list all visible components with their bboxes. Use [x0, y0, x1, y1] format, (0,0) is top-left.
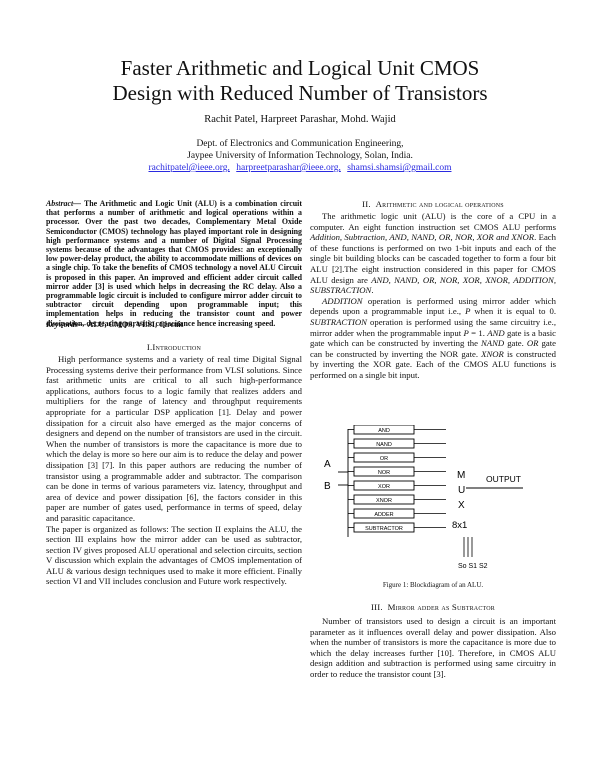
- block-label-adder: ADDER: [374, 512, 393, 518]
- text-run: AND: [487, 327, 505, 338]
- keywords-text: ALU, CMOS, VLSI, Circuit: [86, 320, 184, 329]
- text-run: P: [463, 327, 469, 338]
- text-run: P: [465, 306, 471, 317]
- email-link-1[interactable]: rachitpatel@ieee.org,: [148, 163, 230, 173]
- mirror-adder-body: Number of transistors used to design a c…: [310, 616, 556, 680]
- section-heading-mirror-adder: III. Mirror adder as Subtractor: [310, 602, 556, 612]
- section-heading-alu: II. Arithmetic and logical operations: [310, 199, 556, 209]
- alu-section-body: The arithmetic logic unit (ALU) is the c…: [310, 211, 556, 381]
- text-run: gate.: [504, 338, 527, 349]
- select-label: So S1 S2: [458, 563, 488, 570]
- figure-caption: Figure 1: Blockdiagram of an ALU.: [382, 581, 484, 589]
- text-run: operation is performed using mirror adde…: [310, 295, 556, 317]
- block-label-and: AND: [378, 428, 390, 434]
- email-list: rachitpatel@ieee.org, harpreetparashar@i…: [30, 162, 570, 174]
- author-list: Rachit Patel, Harpreet Parashar, Mohd. W…: [204, 114, 396, 125]
- alu-paragraph-1: The arithmetic logic unit (ALU) is the c…: [310, 211, 556, 296]
- affiliation: Dept. of Electronics and Communication E…: [30, 138, 570, 174]
- mux-letter-u: U: [458, 485, 465, 496]
- text-run: SUBTRACTION: [310, 316, 367, 327]
- section-number: I.: [146, 342, 153, 352]
- block-label-xor: XOR: [378, 484, 390, 490]
- abstract: Abstract— The Arithmetic and Logic Unit …: [46, 199, 302, 328]
- keywords: Keywords— ALU, CMOS, VLSI, Circuit: [46, 320, 302, 331]
- alu-paragraph-2: ADDITION operation is performed using mi…: [310, 296, 556, 381]
- input-a-label: A: [324, 459, 331, 470]
- text-run: The arithmetic logic unit (ALU) is the c…: [310, 211, 556, 232]
- text-run: OR: [526, 338, 539, 349]
- abstract-text: The Arithmetic and Logic Unit (ALU) is a…: [46, 199, 302, 328]
- section-number: III.: [370, 602, 383, 612]
- paper-title: Faster Arithmetic and Logical Unit CMOS …: [30, 56, 570, 106]
- department: Dept. of Electronics and Communication E…: [196, 139, 404, 149]
- text-run: when it is equal to 0.: [470, 306, 556, 317]
- text-run: ADDITION: [322, 295, 363, 306]
- text-run: is constructed by inverting the XOR gate…: [310, 348, 557, 380]
- mux-size-label: 8x1: [452, 520, 467, 531]
- text-run: Addition, Subtraction, AND, NAND, OR, NO…: [310, 232, 535, 243]
- section-number: II.: [362, 199, 371, 209]
- email-link-3[interactable]: shamsi.shamsi@gmail.com: [347, 163, 452, 173]
- text-run: XNOR: [481, 348, 504, 359]
- section-title: Mirror adder as Subtractor: [387, 602, 496, 612]
- section-title: Introduction: [152, 342, 202, 352]
- section-heading-introduction: I.Introduction: [46, 342, 302, 352]
- text-run: = 1.: [468, 327, 488, 338]
- text-run: . Each of these functions is performed o…: [310, 232, 556, 285]
- block-label-or: OR: [380, 456, 388, 462]
- mirror-paragraph-1: Number of transistors used to design a c…: [310, 616, 556, 679]
- alu-block-diagram: A B AND NAND OR NOR XOR XNOR ADDER SUBTRACTOR M…: [324, 425, 523, 570]
- block-label-xnor: XNOR: [376, 498, 392, 504]
- intro-paragraph-2: The paper is organized as follows: The s…: [46, 523, 302, 587]
- output-label: OUTPUT: [486, 474, 521, 484]
- text-run: gate is a basic gate which can be constr…: [310, 327, 556, 349]
- introduction-body: High performance systems and a variety o…: [46, 354, 302, 587]
- abstract-lead: Abstract—: [46, 199, 82, 208]
- email-link-2[interactable]: harpreetparashar@ieee.org,: [236, 163, 341, 173]
- block-label-subtractor: SUBTRACTOR: [365, 526, 403, 532]
- section-title: Arithmetic and logical operations: [375, 199, 504, 209]
- intro-paragraph-1: High performance systems and a variety o…: [46, 354, 302, 523]
- university: Jaypee University of Information Technol…: [187, 151, 413, 161]
- title-line-1: Faster Arithmetic and Logical Unit CMOS: [120, 56, 480, 80]
- keywords-lead: Keywords—: [46, 320, 86, 329]
- text-run: .: [371, 285, 374, 296]
- title-line-2: Design with Reduced Number of Transistor…: [112, 81, 488, 105]
- mux-letter-x: X: [458, 500, 465, 511]
- text-run: AND, NAND, OR, NOR, XOR, XNOR, ADDITION,…: [310, 274, 556, 296]
- text-run: operation is performed using the same ci…: [310, 316, 556, 338]
- input-b-label: B: [324, 481, 331, 492]
- block-label-nand: NAND: [376, 442, 392, 448]
- block-label-nor: NOR: [378, 470, 390, 476]
- text-run: NAND: [480, 338, 505, 349]
- mux-letter-m: M: [457, 470, 465, 481]
- text-run: gate can be constructed by inverting the…: [310, 338, 556, 359]
- function-blocks: AND NAND OR NOR XOR XNOR ADDER SUBTRACTOR: [348, 425, 446, 533]
